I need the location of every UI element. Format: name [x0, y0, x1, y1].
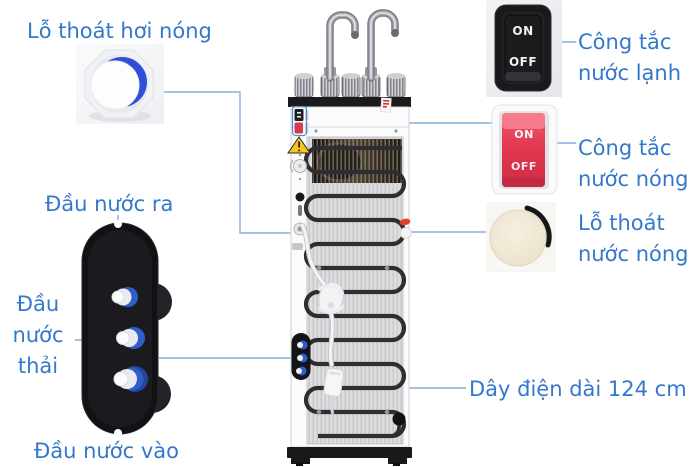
- cold-switch-label: Công tắc nước lạnh: [578, 30, 682, 85]
- hot-switch-label: Công tắc nước nóng: [578, 136, 689, 191]
- right-faucet-pipe: [367, 9, 399, 82]
- cold-switch-image: ON OFF: [486, 0, 562, 97]
- hot-drain-label: Lỗ thoát nước nóng: [578, 211, 689, 266]
- small-knob: [295, 192, 305, 202]
- base-and-feet: [287, 447, 412, 466]
- hot-switch-image: ON OFF: [491, 104, 558, 195]
- water-out-connector: [111, 287, 138, 307]
- warning-triangle-sticker: [287, 136, 311, 154]
- water-ports-recess: [291, 333, 311, 380]
- hot-drain-cap-image: [486, 202, 556, 272]
- leader-steam-vent: [159, 91, 294, 234]
- left-faucet-pipe: [326, 11, 359, 82]
- dispenser-back-image: [287, 9, 412, 466]
- barcode-sticker: [380, 97, 392, 113]
- hot-drain-nub: [400, 227, 412, 239]
- waste-water-connector: [116, 327, 145, 349]
- cord-holder: [392, 412, 406, 426]
- cold-switch-on-label: ON: [512, 24, 533, 38]
- power-cord: [299, 222, 345, 415]
- faucet-pipes: [324, 9, 399, 82]
- hot-switch-off-label: OFF: [511, 160, 537, 173]
- water-in-connector: [113, 366, 148, 392]
- top-strip: [288, 97, 411, 107]
- grille-screws: [316, 265, 390, 415]
- top-caps: [294, 73, 406, 98]
- hot-switch-on-label: ON: [514, 128, 534, 141]
- steam-vent-cap-image: [76, 44, 164, 124]
- steam-vent-label: Lỗ thoát hơi nóng: [27, 19, 212, 43]
- power-cord-label: Dây điện dài 124 cm: [469, 377, 687, 401]
- water-ports-panel-image: [81, 220, 172, 437]
- power-plug: [323, 367, 344, 397]
- water-in-label: Đầu nước vào: [34, 439, 179, 463]
- compressor-tank: [312, 139, 402, 183]
- waste-water-label: Đầu nước thải: [12, 292, 64, 378]
- water-out-label: Đầu nước ra: [45, 192, 174, 216]
- power-switches-source: [291, 105, 309, 137]
- red-tag: [399, 218, 411, 226]
- cold-switch-off-label: OFF: [509, 55, 537, 69]
